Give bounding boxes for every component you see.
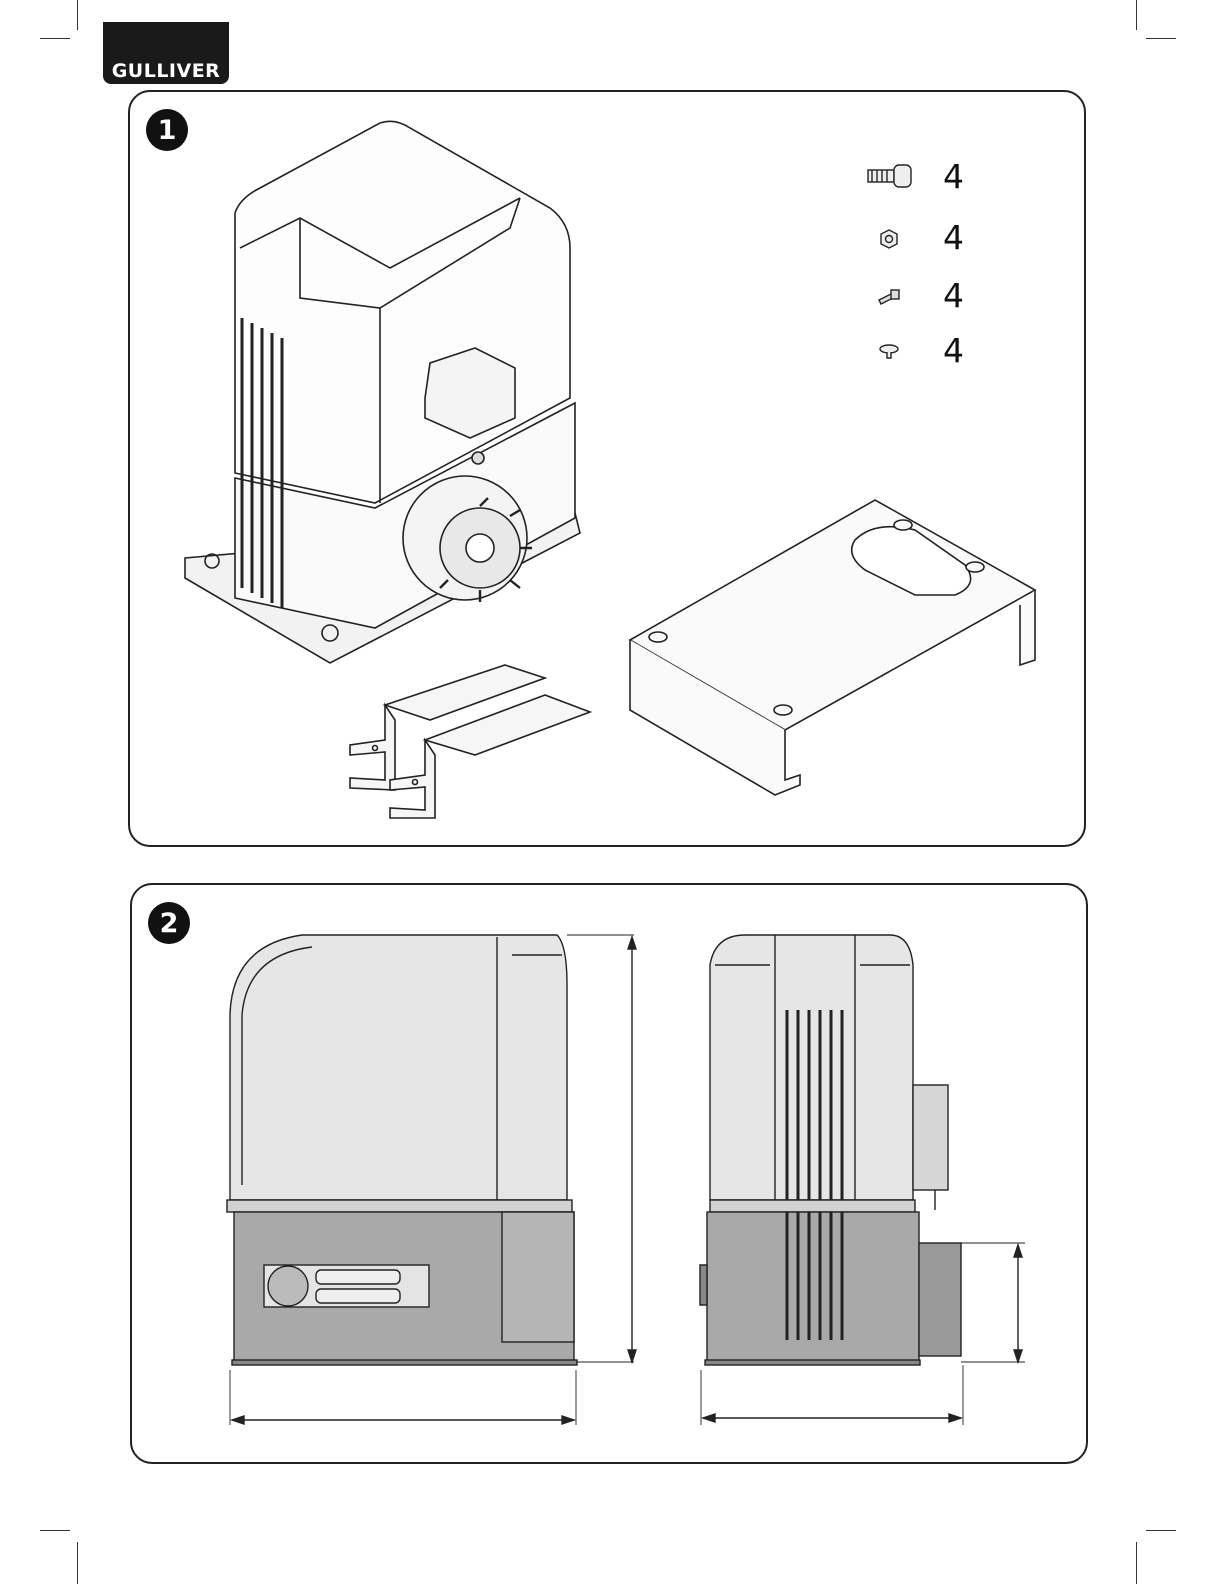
bolt-icon <box>877 288 901 306</box>
mounting-plate-drawing <box>625 495 1040 800</box>
crop-mark <box>77 0 78 30</box>
screw-icon <box>866 162 914 190</box>
crop-mark <box>40 1530 70 1531</box>
crop-mark <box>40 38 70 39</box>
figure-number-badge-2: 2 <box>148 902 190 944</box>
motor-side-view-drawing <box>222 925 642 1430</box>
crop-mark <box>1136 1542 1137 1584</box>
part-qty-3: 4 <box>943 276 964 315</box>
washer-icon <box>878 343 900 359</box>
nut-icon <box>879 229 899 249</box>
support-bracket-small-drawing <box>345 660 595 820</box>
motor-front-view-drawing <box>695 925 1030 1430</box>
gulliver-logo: GULLIVER <box>103 22 229 84</box>
crop-mark <box>77 1542 78 1584</box>
part-qty-1: 4 <box>943 157 964 196</box>
part-qty-4: 4 <box>943 331 964 370</box>
crop-mark <box>1136 0 1137 30</box>
logo-text: GULLIVER <box>112 60 221 82</box>
motor-isometric-drawing <box>180 118 580 668</box>
crop-mark <box>1146 38 1176 39</box>
part-qty-2: 4 <box>943 218 964 257</box>
crop-mark <box>1146 1530 1176 1531</box>
